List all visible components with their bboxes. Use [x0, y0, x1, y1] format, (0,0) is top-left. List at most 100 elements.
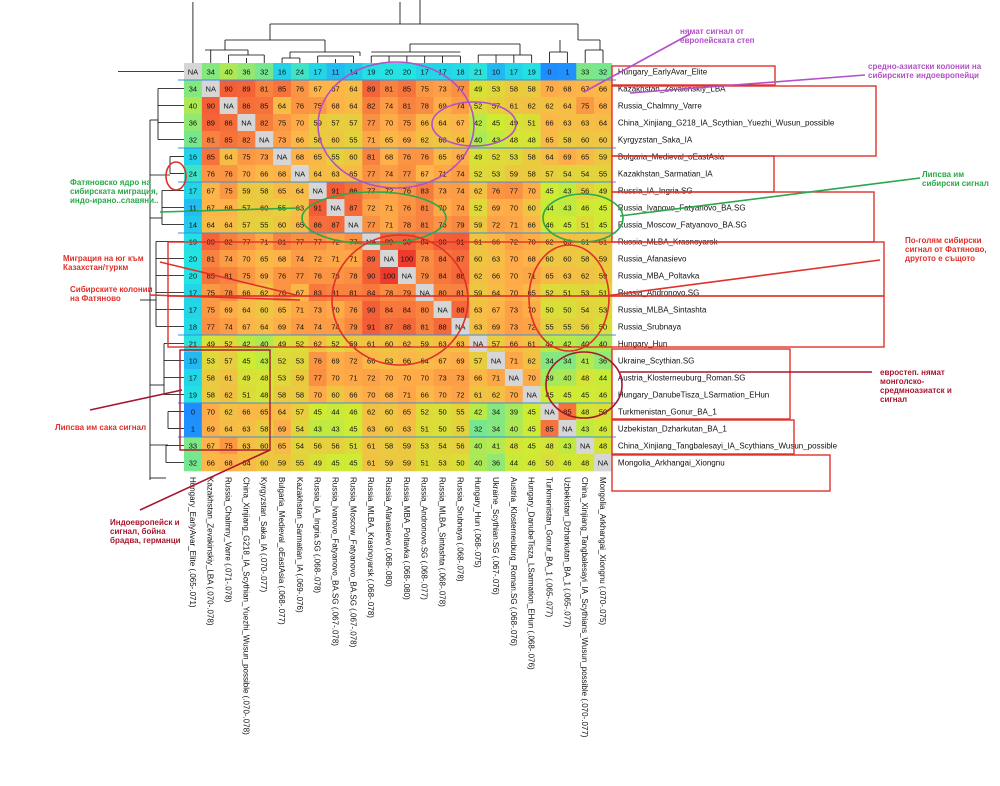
column-label: Russia_MBA_Poltavka (.068-.080)	[402, 477, 411, 600]
cell-value-label: 49	[474, 85, 482, 94]
cell-value-label: 43	[331, 425, 339, 434]
heatmap-cell	[594, 182, 613, 200]
heatmap-cell	[237, 165, 256, 183]
heatmap-cell	[380, 97, 399, 115]
heatmap-cell	[522, 437, 541, 455]
heatmap-cell	[415, 403, 434, 421]
heatmap-cell	[487, 182, 506, 200]
cell-value-label: 53	[492, 170, 500, 179]
heatmap-cell	[219, 199, 238, 217]
cell-value-label: 40	[474, 442, 482, 451]
cell-value-label: 66	[260, 170, 268, 179]
heatmap-cell	[397, 301, 417, 319]
heatmap-cell	[255, 335, 274, 353]
cell-value-label: 71	[438, 170, 446, 179]
cell-value-label: 68	[278, 170, 286, 179]
cell-value-label: NA	[384, 255, 394, 264]
heatmap-cell	[558, 80, 577, 98]
heatmap-cell	[362, 250, 381, 268]
heatmap-cell	[290, 352, 310, 370]
cell-value-label: 0	[547, 68, 551, 77]
heatmap-cell	[415, 250, 434, 268]
cell-value-label: 65	[278, 442, 286, 451]
heatmap-cell	[504, 403, 524, 421]
cell-value-label: 58	[296, 391, 304, 400]
cell-value-label: 41	[581, 357, 589, 366]
cell-value-label: 63	[474, 323, 482, 332]
cell-value-label: 70	[438, 204, 446, 213]
column-label: Hungary_DanubeTisza_LSarmation_EHun (.06…	[527, 477, 536, 670]
heatmap-cell	[237, 80, 256, 98]
cell-value-label: 60	[438, 136, 446, 145]
box-tangbalesayi-xiongnu	[611, 454, 831, 492]
cell-value-label: 45	[581, 391, 589, 400]
heatmap-cell	[290, 182, 310, 200]
heatmap-cell	[415, 165, 434, 183]
cell-value-label: 50	[438, 425, 446, 434]
column-label: Russia_MLBA_Sintashta (.068-.078)	[438, 477, 447, 607]
heatmap-cell	[184, 148, 203, 166]
heatmap-cell	[540, 454, 559, 472]
cell-value-label: 46	[349, 408, 357, 417]
heatmap-cell	[558, 420, 577, 438]
cell-value-label: 33	[189, 442, 197, 451]
row-label: China_Xinjiang_Tangbalesayi_IA_Scythians…	[618, 442, 838, 451]
cell-value-label: 70	[207, 408, 215, 417]
heatmap-cell	[255, 216, 274, 234]
cell-value-label: 57	[296, 408, 304, 417]
cell-value-label: 78	[421, 102, 429, 111]
heatmap-cell	[344, 131, 363, 149]
cell-value-label: 62	[528, 357, 536, 366]
cell-value-label: 68	[385, 153, 393, 162]
cell-value-label: 85	[207, 272, 215, 281]
heatmap-cell	[380, 199, 399, 217]
heatmap-cell	[397, 284, 417, 302]
column-label: Hungary_Hun (.068-.075)	[473, 477, 482, 568]
cell-value-label: 70	[385, 374, 393, 383]
cell-value-label: NA	[473, 340, 483, 349]
heatmap-cell	[380, 318, 399, 336]
heatmap-cell	[201, 267, 220, 285]
cell-value-label: 53	[296, 357, 304, 366]
heatmap-cell	[237, 63, 256, 81]
cell-value-label: 17	[189, 289, 197, 298]
heatmap-cell	[308, 216, 327, 234]
heatmap-cell	[433, 80, 452, 98]
heatmap-cell	[433, 454, 452, 472]
heatmap-cell	[326, 284, 345, 302]
cell-value-label: 69	[492, 323, 500, 332]
cell-value-label: 78	[421, 255, 429, 264]
heatmap-cell	[576, 284, 595, 302]
cell-value-label: 63	[367, 425, 375, 434]
heatmap-cell	[273, 386, 292, 404]
cell-value-label: 34	[492, 425, 500, 434]
cell-value-label: 69	[278, 425, 286, 434]
heatmap-cell	[504, 386, 524, 404]
cell-value-label: 80	[438, 289, 446, 298]
heatmap-cell	[201, 318, 220, 336]
heatmap-cell	[184, 369, 203, 387]
heatmap-cell	[433, 420, 452, 438]
cell-value-label: 87	[349, 204, 357, 213]
heatmap-cell	[576, 301, 595, 319]
cell-value-label: 52	[474, 204, 482, 213]
cell-value-label: 55	[456, 408, 464, 417]
heatmap-cell	[433, 386, 452, 404]
cell-value-label: 63	[563, 119, 571, 128]
heatmap-cell	[237, 182, 256, 200]
cell-value-label: NA	[526, 391, 536, 400]
cell-value-label: 58	[278, 391, 286, 400]
cell-value-label: 64	[314, 170, 322, 179]
heatmap-cell	[469, 267, 488, 285]
heatmap-cell	[380, 165, 399, 183]
cell-value-label: 52	[331, 340, 339, 349]
cell-value-label: 87	[385, 323, 393, 332]
heatmap-cell	[308, 437, 327, 455]
annotation-marks	[89, 33, 921, 511]
cell-value-label: 61	[528, 340, 536, 349]
cell-value-label: 46	[599, 425, 607, 434]
cell-value-label: 52	[492, 153, 500, 162]
cell-value-label: 75	[403, 119, 411, 128]
cell-value-label: 66	[545, 119, 553, 128]
heatmap-cell	[344, 267, 363, 285]
